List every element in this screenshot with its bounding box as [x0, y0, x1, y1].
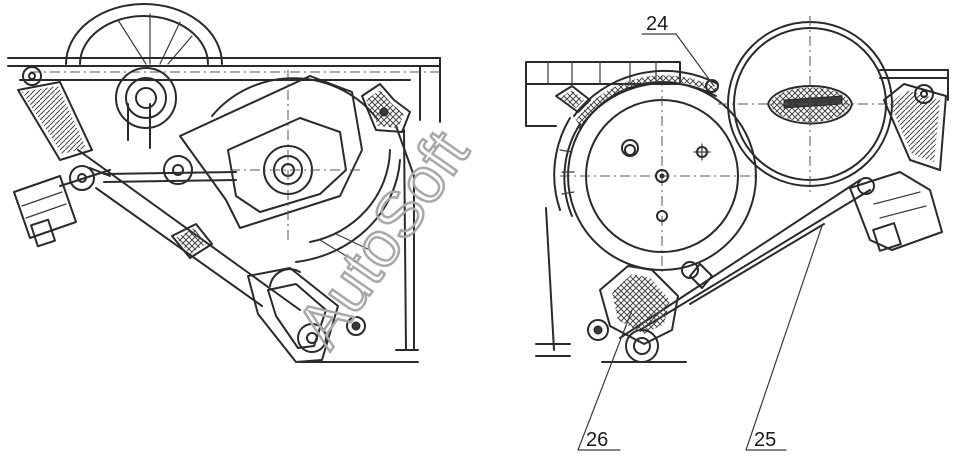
left-arm-joint	[171, 223, 213, 259]
callout-25: 25	[745, 225, 823, 451]
left-top-clamp	[361, 83, 411, 133]
callout-label-26: 26	[586, 429, 608, 451]
callout-26: 26	[577, 309, 633, 451]
left-vertical-rod	[395, 125, 419, 363]
left-lower-lever	[247, 267, 405, 363]
watermark: AutoSoft	[281, 116, 483, 361]
left-frame-rail	[7, 57, 441, 123]
right-roller	[718, 16, 900, 192]
left-pivot-top	[22, 66, 42, 86]
left-bracket	[17, 81, 93, 161]
left-top-wheel	[65, 3, 223, 65]
callout-24: 24	[641, 13, 715, 87]
watermark-text: AutoSoft	[282, 117, 482, 360]
right-spring-bolt	[849, 171, 943, 252]
left-assembly	[7, 3, 441, 363]
right-large-drum	[560, 76, 760, 276]
callout-label-25: 25	[754, 429, 776, 451]
left-spring-bolt	[13, 169, 111, 248]
left-hub	[103, 67, 237, 185]
left-cam-plate	[179, 70, 363, 240]
right-side-bracket	[883, 83, 947, 171]
right-belt-24	[553, 70, 719, 217]
left-drum	[211, 77, 401, 263]
callout-label-24: 24	[646, 13, 668, 35]
right-clamp-26	[535, 207, 687, 363]
right-top-spring	[555, 85, 639, 157]
right-assembly	[525, 16, 949, 363]
